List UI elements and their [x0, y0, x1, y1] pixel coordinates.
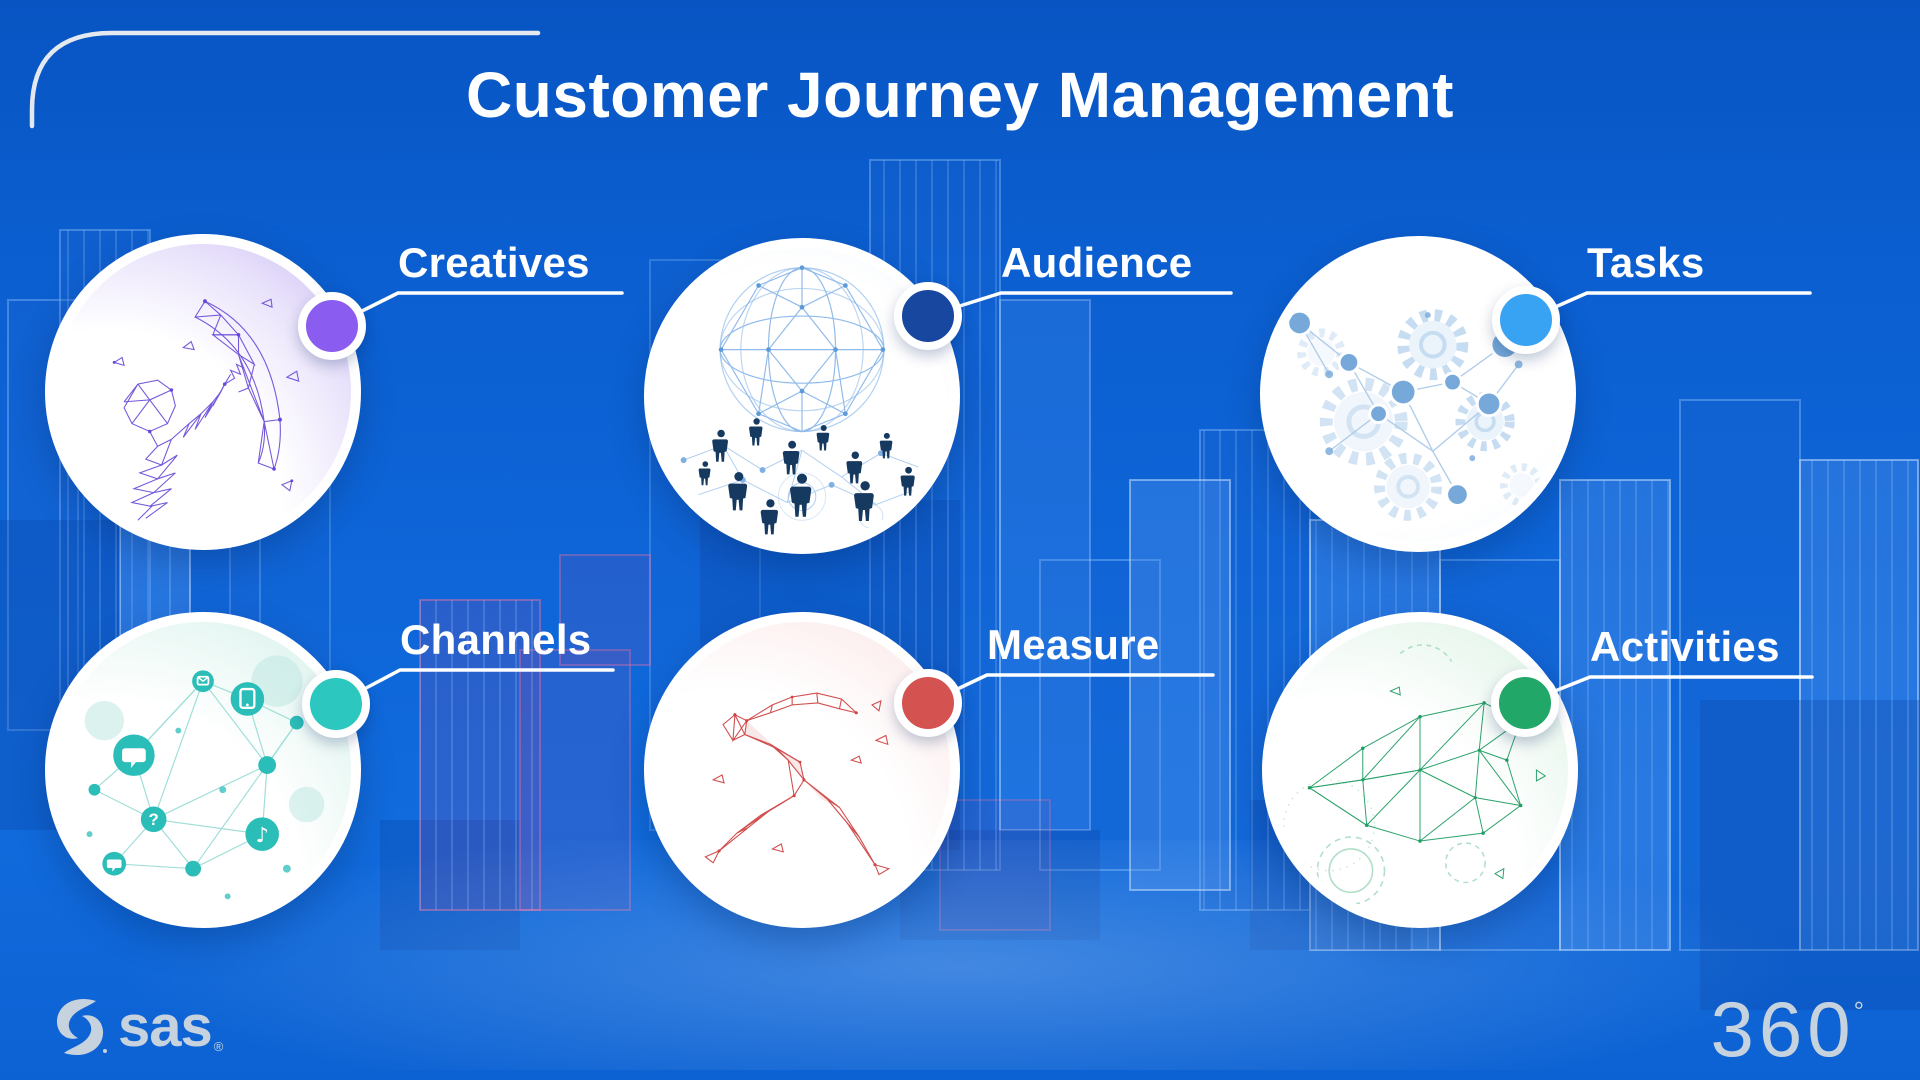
tasks-circle	[1260, 236, 1576, 552]
measure-circle	[644, 612, 960, 928]
degree-symbol: °	[1853, 996, 1864, 1026]
channel-icons-network-illustration: ? ♪	[84, 655, 325, 900]
network-globe-people-illustration	[680, 265, 919, 535]
measure-dot	[894, 669, 962, 737]
sas-registered-mark: ®	[213, 1039, 224, 1054]
svg-text:?: ?	[149, 810, 159, 829]
corner-accent-line	[29, 30, 541, 129]
creatives-circle	[45, 234, 361, 550]
activities-label: Activities	[1590, 623, 1780, 670]
audience-dot	[894, 282, 962, 350]
sas-logo-text: sas	[118, 994, 213, 1059]
channels-dot	[302, 670, 370, 738]
badge-360: 360 °	[1710, 990, 1864, 1068]
sas-logo: sas ®	[48, 996, 223, 1058]
wireframe-artist-illustration	[112, 298, 300, 521]
bottom-haze-glow	[0, 840, 1920, 1070]
wireframe-arrow-gears-illustration	[1283, 644, 1547, 905]
wireframe-runner-illustration	[704, 692, 891, 876]
channels-label: Channels	[400, 616, 592, 663]
tasks-label: Tasks	[1587, 239, 1705, 286]
gears-network-illustration	[1286, 309, 1544, 521]
svg-text:♪: ♪	[256, 823, 269, 847]
creatives-dot	[298, 292, 366, 360]
sas-swirl-icon	[56, 998, 107, 1056]
measure-label: Measure	[987, 621, 1160, 668]
activities-dot	[1491, 669, 1559, 737]
activities-circle	[1262, 612, 1578, 928]
audience-label: Audience	[1001, 239, 1193, 286]
creatives-label: Creatives	[398, 239, 590, 286]
badge-360-text: 360	[1710, 985, 1856, 1073]
page-title: Customer Journey Management	[466, 59, 1454, 131]
tasks-dot	[1492, 286, 1560, 354]
channels-circle: ? ♪	[45, 612, 361, 928]
